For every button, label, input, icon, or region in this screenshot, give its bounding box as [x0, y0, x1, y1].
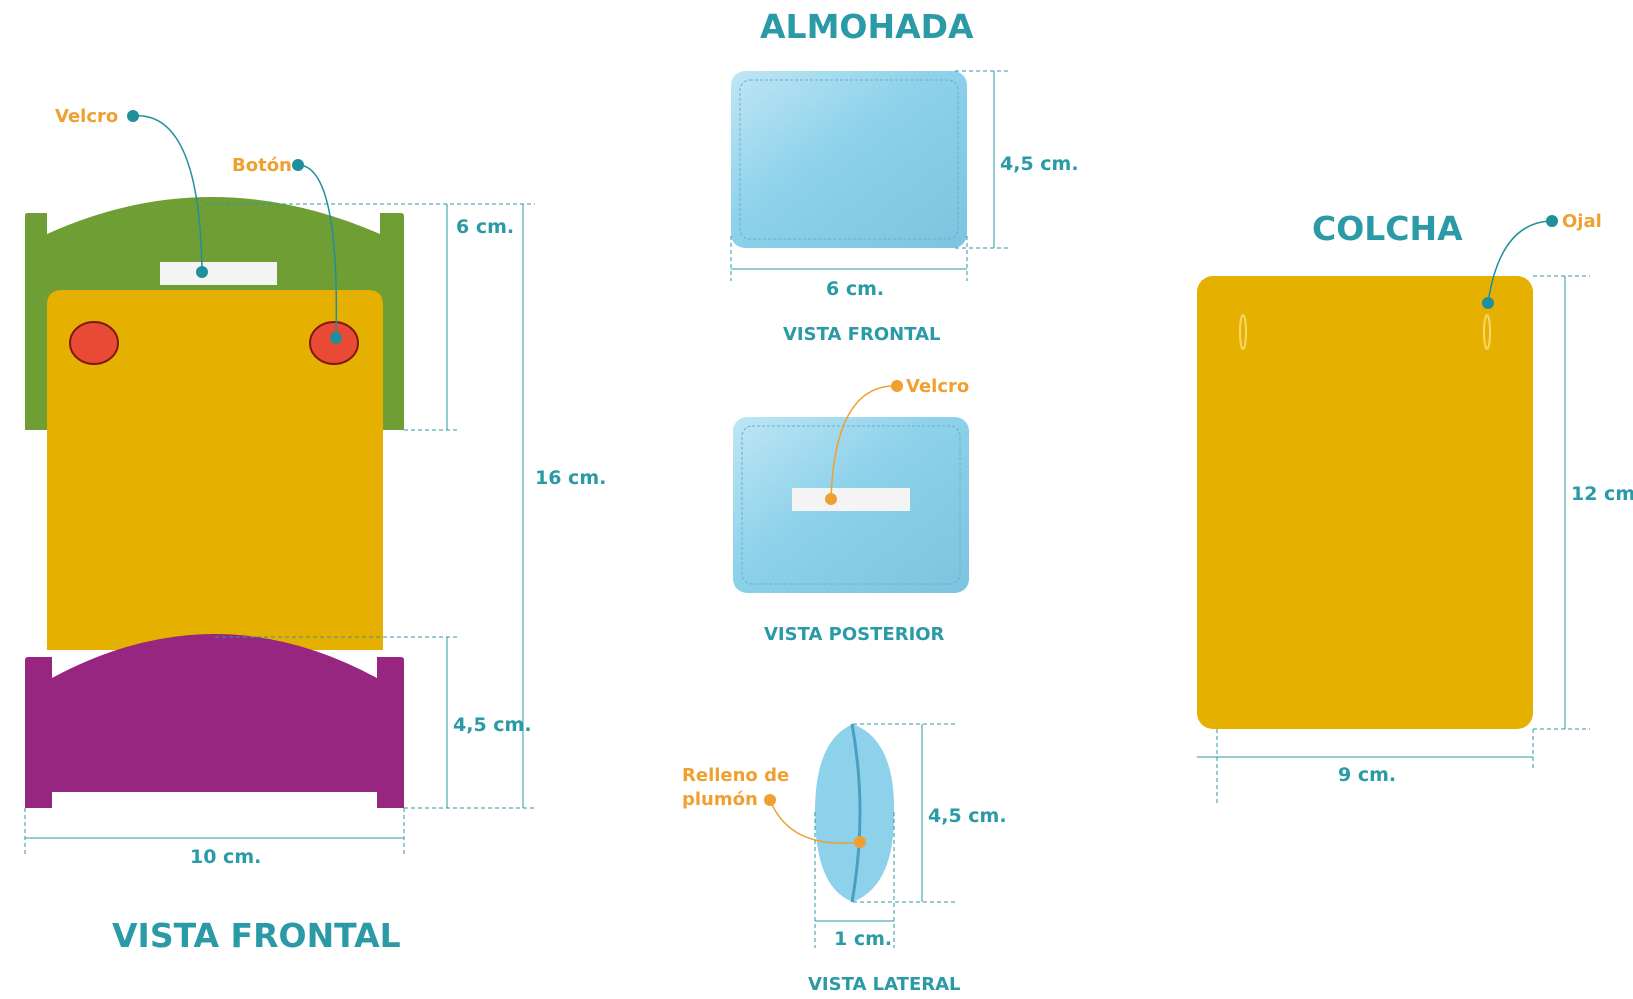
bed-quilt	[47, 290, 383, 650]
pillow-back-seam	[741, 425, 961, 585]
quilt-eyelet-callout: Ojal	[1562, 211, 1602, 232]
eyelet-leader-dot	[1546, 215, 1558, 227]
quilt-height: 12 cm.	[1571, 483, 1633, 505]
pillow-velcro-leader	[830, 385, 898, 500]
filling-target-dot	[854, 836, 866, 848]
button-target-dot	[330, 332, 342, 344]
left-button	[69, 321, 119, 365]
headboard-velcro	[160, 262, 277, 285]
bed-footboard-dim: 4,5 cm.	[453, 714, 532, 736]
bed-footboard	[25, 634, 404, 808]
quilt-dimensions	[1197, 275, 1590, 805]
bed-velcro-callout: Velcro	[55, 106, 118, 127]
pillow-front	[731, 71, 967, 248]
quilt-eyelet-left	[1239, 314, 1247, 350]
eyelet-leader	[1487, 220, 1553, 304]
quilt-body	[1197, 276, 1533, 729]
pillow-side-height: 4,5 cm.	[928, 805, 1007, 827]
button-leader-dot	[292, 159, 304, 171]
bed-total-dim: 16 cm.	[535, 467, 606, 489]
bed-width-dim: 10 cm.	[190, 846, 261, 868]
filling-callout-line2: plumón	[682, 789, 758, 810]
pillow-front-dimensions	[730, 70, 1010, 281]
pillow-side-seam	[850, 723, 862, 903]
filling-leader-dot	[764, 794, 776, 806]
quilt-eyelet-right	[1483, 314, 1491, 350]
velcro-leader	[132, 115, 203, 273]
pillow-velcro-target-dot	[825, 493, 837, 505]
quilt-width: 9 cm.	[1338, 764, 1396, 786]
pillow-velcro-callout: Velcro	[906, 376, 969, 397]
eyelet-target-dot	[1482, 297, 1494, 309]
pillow-front-label: VISTA FRONTAL	[783, 324, 940, 345]
bed-button-callout: Botón	[232, 155, 292, 176]
pillow-side	[815, 724, 895, 902]
pillow-back-label: VISTA POSTERIOR	[764, 624, 945, 645]
button-leader	[297, 164, 338, 339]
pillow-side-width: 1 cm.	[834, 928, 892, 950]
pillow-front-seam	[739, 79, 959, 240]
filling-leader	[769, 799, 861, 844]
pillow-front-height: 4,5 cm.	[1000, 153, 1079, 175]
velcro-target-dot	[196, 266, 208, 278]
pillow-back-velcro	[792, 488, 910, 511]
pillow-side-dimensions	[814, 723, 955, 948]
quilt-title: COLCHA	[1312, 209, 1463, 248]
pillow-title: ALMOHADA	[760, 7, 974, 46]
filling-callout-line1: Relleno de	[682, 765, 789, 786]
velcro-leader-dot	[127, 110, 139, 122]
pillow-front-width: 6 cm.	[826, 278, 884, 300]
pillow-velcro-leader-dot	[891, 380, 903, 392]
bed-dimensions	[24, 203, 535, 856]
bed-headboard-dim: 6 cm.	[456, 216, 514, 238]
bed-title: VISTA FRONTAL	[112, 916, 401, 955]
pillow-side-label: VISTA LATERAL	[808, 974, 961, 995]
bed-drawing	[25, 197, 404, 808]
